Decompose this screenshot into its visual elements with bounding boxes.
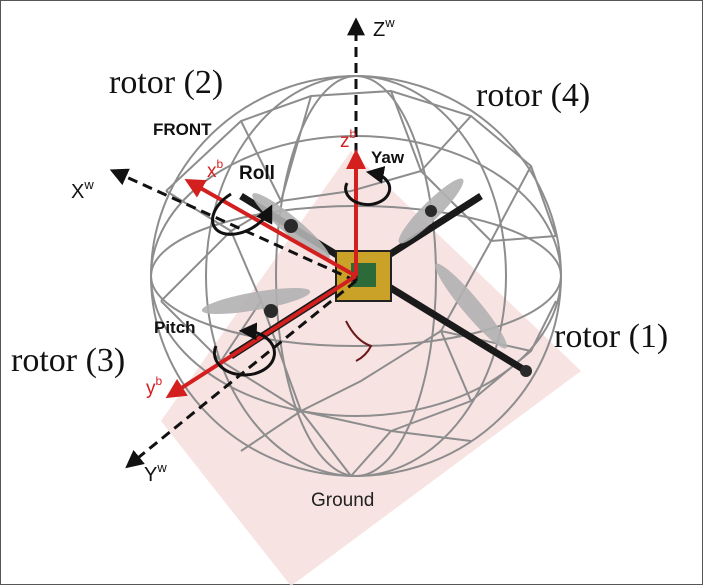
world-y-sup: w — [156, 460, 167, 475]
body-x-axis — [184, 179, 357, 278]
ground-plane — [161, 151, 581, 586]
rotor-markers — [264, 205, 532, 377]
pitch-label: Pitch — [154, 318, 196, 337]
rotor-4-marker — [425, 205, 437, 217]
body-x-sup: b — [217, 157, 224, 171]
body-z-label: zb — [340, 127, 357, 152]
pitch-rotation-arrow-icon — [212, 322, 276, 377]
world-x-sup: w — [83, 177, 94, 192]
world-x-axis — [109, 168, 357, 283]
body-y-label: yb — [146, 374, 163, 399]
roll-label: Roll — [239, 163, 275, 184]
body-y-sup: b — [156, 374, 163, 388]
rotor-3-label: rotor (3) — [11, 342, 125, 379]
world-z-label: Zw — [373, 15, 395, 41]
world-x-label: Xw — [71, 177, 94, 203]
roll-rotation-arrow-icon — [211, 192, 273, 236]
yaw-rotation-arrow-icon — [344, 166, 392, 207]
rotor-4-label: rotor (4) — [476, 77, 590, 114]
world-z-sup: w — [384, 15, 395, 30]
rotor-2-marker — [284, 219, 298, 233]
rotor-3-marker — [264, 304, 278, 318]
rotor-1-marker — [520, 365, 532, 377]
yaw-label: Yaw — [371, 148, 405, 167]
body-x-label: xb — [207, 157, 224, 182]
rotor-1-label: rotor (1) — [554, 318, 668, 355]
rotor-2-label: rotor (2) — [109, 64, 223, 101]
front-label: FRONT — [153, 120, 212, 139]
ground-label: Ground — [311, 490, 374, 511]
body-z-sup: b — [350, 127, 357, 141]
world-y-label: Yw — [144, 460, 167, 486]
